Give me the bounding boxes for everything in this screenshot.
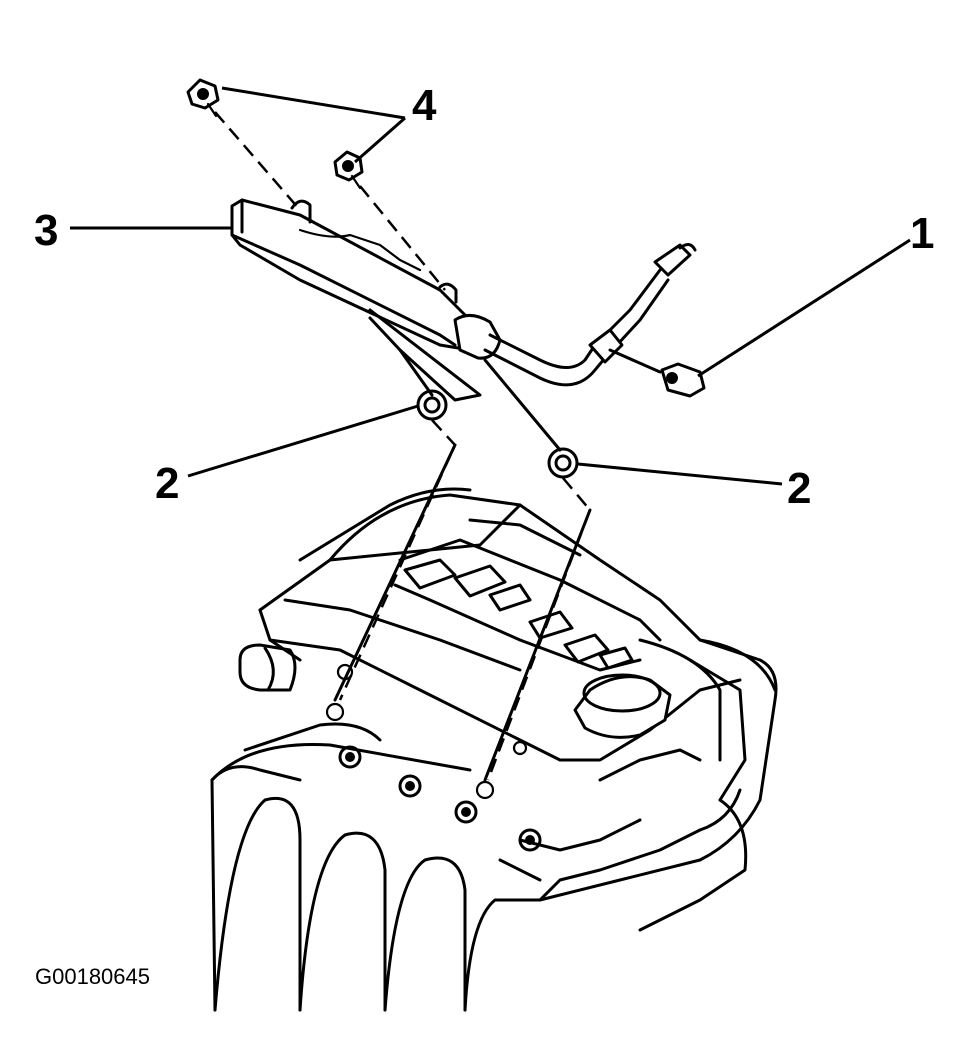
bolt-1-icon <box>660 362 706 398</box>
callout-3: 3 <box>34 206 58 255</box>
bolt-4b-icon <box>333 150 364 190</box>
callout-1: 1 <box>910 209 934 258</box>
oil-filler-cap <box>573 673 672 739</box>
ignition-coils <box>403 558 634 670</box>
injector-seal-left-icon <box>416 389 448 421</box>
injector-seal-right-icon <box>547 447 579 479</box>
cylinder-head <box>258 487 778 932</box>
manifold-studs <box>338 745 542 852</box>
bolt-4a-icon <box>186 78 220 118</box>
figure-id: G00180645 <box>35 964 150 989</box>
intake-manifold <box>210 722 542 1012</box>
callout-2-right: 2 <box>787 464 811 513</box>
injector-ports <box>325 663 528 800</box>
installation-paths <box>214 111 592 782</box>
callout-4: 4 <box>412 81 437 130</box>
engine-assembly <box>210 487 778 1012</box>
callout-2-left: 2 <box>155 459 179 508</box>
camshaft-end <box>238 643 297 692</box>
leader-lines <box>70 86 911 486</box>
fuel-rail <box>230 198 502 402</box>
fuel-feed-line <box>483 243 697 387</box>
